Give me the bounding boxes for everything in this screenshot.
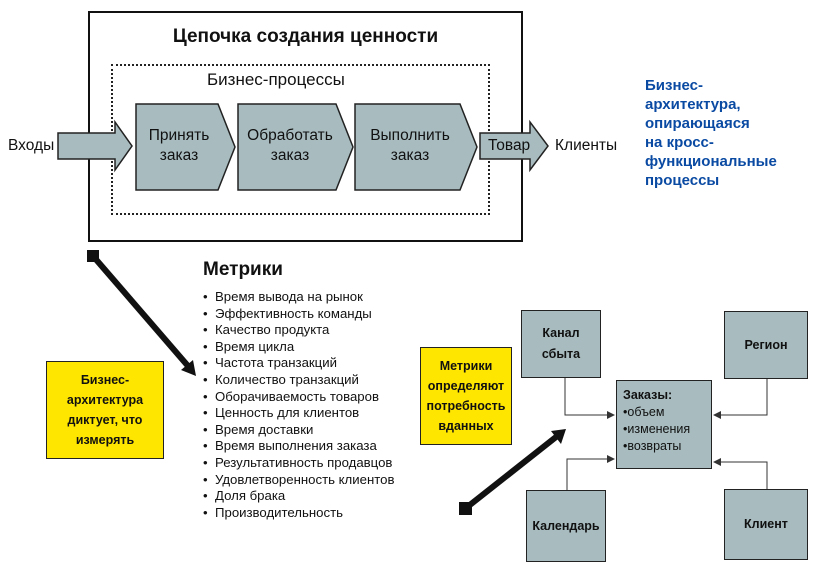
metric-item: Результативность продавцов (203, 455, 394, 472)
metric-item: Производительность (203, 505, 394, 522)
metric-item: Время доставки (203, 422, 394, 439)
metric-item: Ценность для клиентов (203, 405, 394, 422)
chevron-fulfil-order (354, 103, 478, 191)
client-box: Клиент (724, 489, 808, 560)
step-fulfil-order: Выполнить заказ (370, 127, 450, 164)
metric-item: Эффективность команды (203, 306, 394, 323)
metrics-list: Время вывода на рынок Эффективность кома… (203, 289, 394, 521)
metric-item: Удовлетворенность клиентов (203, 472, 394, 489)
sales-channel-box: Канал сбыта (521, 310, 601, 378)
business-processes-label: Бизнес-процессы (207, 70, 345, 89)
step-process-order: Обработать заказ (247, 127, 333, 164)
metric-item: Частота транзакций (203, 355, 394, 372)
orders-item: изменения (623, 421, 711, 438)
metric-item: Доля брака (203, 488, 394, 505)
metric-item: Оборачиваемость товаров (203, 389, 394, 406)
orders-item: возвраты (623, 438, 711, 455)
orders-header: Заказы: (623, 388, 673, 402)
calendar-box: Календарь (526, 490, 606, 562)
clients-label: Клиенты (555, 137, 618, 154)
left-pointer-arrow (90, 254, 191, 368)
metric-item: Время вывода на рынок (203, 289, 394, 306)
architecture-note: Бизнес- архитектура, опирающаяся на крос… (645, 77, 777, 189)
region-box: Регион (724, 311, 808, 379)
connector-channel (564, 378, 615, 419)
metric-item: Качество продукта (203, 322, 394, 339)
metric-item: Время цикла (203, 339, 394, 356)
callout-architecture-dictates: Бизнес- архитектура диктует, что измерят… (46, 361, 164, 459)
metric-item: Количество транзакций (203, 372, 394, 389)
inputs-label: Входы (8, 137, 55, 154)
product-label: Товар (488, 137, 531, 154)
product-arrow (479, 119, 549, 173)
value-chain-title: Цепочка создания ценности (172, 26, 439, 47)
orders-box: Заказы: объем изменения возвраты (616, 380, 712, 469)
step-accept-order: Принять заказ (148, 127, 210, 164)
orders-item: объем (623, 404, 711, 421)
connector-calendar (566, 455, 615, 490)
connector-client (713, 458, 768, 489)
inputs-arrow (57, 119, 133, 173)
chevron-accept-order (135, 103, 236, 191)
right-pointer-arrow (464, 434, 558, 511)
chevron-process-order (237, 103, 354, 191)
connector-region (713, 379, 768, 419)
metric-item: Время выполнения заказа (203, 438, 394, 455)
callout-metrics-define: Метрики определяют потребность вданных (420, 347, 512, 445)
metrics-title: Метрики (203, 259, 283, 280)
value-chain-frame (88, 11, 523, 242)
